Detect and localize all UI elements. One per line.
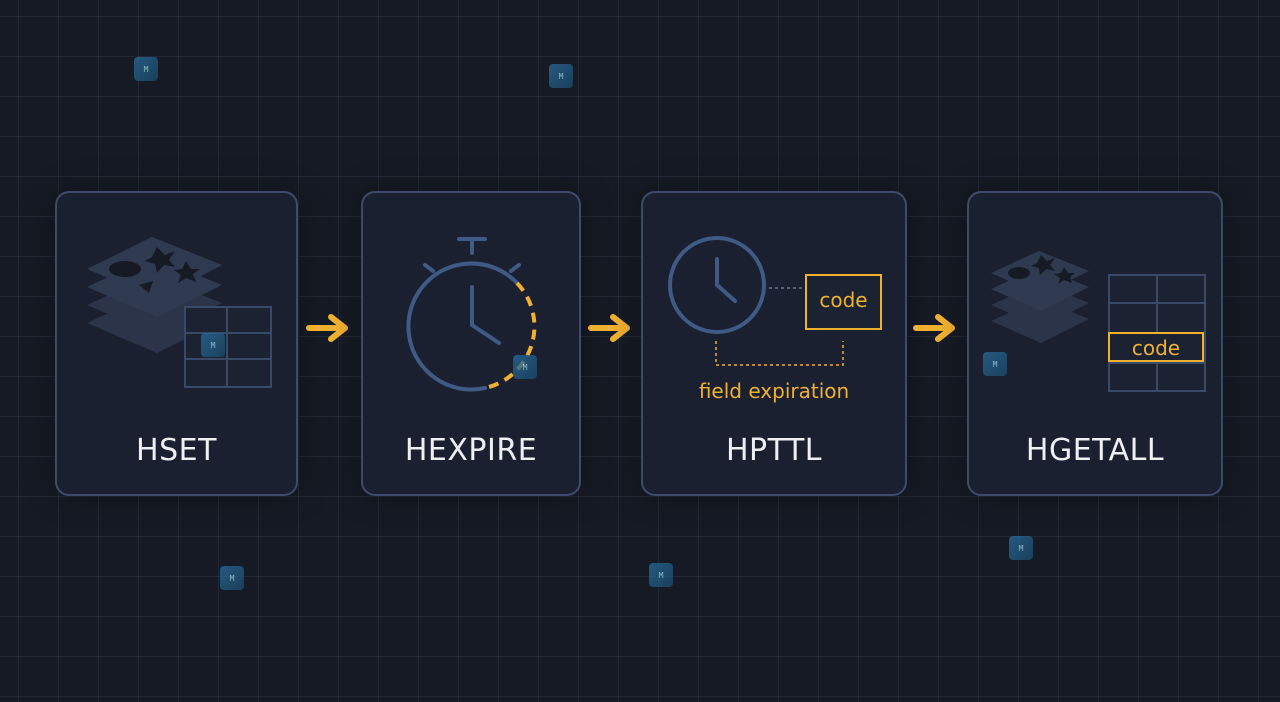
stopwatch-icon (406, 237, 537, 392)
step-card-hpttl: code field expiration HPTTL (641, 191, 907, 496)
field-expiration-annotation: field expiration (698, 379, 850, 403)
watermark-icon: M (983, 352, 1007, 376)
step-label-hexpire: HEXPIRE (404, 433, 538, 468)
watermark-icon: M (134, 57, 158, 81)
watermark-icon: M (513, 355, 537, 379)
watermark-icon: M (649, 563, 673, 587)
watermark-icon: M (220, 566, 244, 590)
step-card-hgetall: code HGETALL (967, 191, 1223, 496)
hash-table-icon (184, 306, 272, 388)
step-card-hexpire: HEXPIRE (361, 191, 581, 496)
code-box (805, 274, 882, 330)
arrow-right-icon (913, 314, 955, 342)
watermark-icon: M (1009, 536, 1033, 560)
arrow-right-icon (588, 314, 630, 342)
redis-stack-icon (991, 251, 1206, 392)
step-label-hgetall: HGETALL (1025, 433, 1165, 468)
watermark-icon: M (201, 333, 225, 357)
clock-icon (668, 236, 766, 334)
hgetall-code-text: code (1131, 336, 1181, 360)
hpttl-code-text: code (819, 288, 868, 312)
watermark-icon: M (549, 64, 573, 88)
arrow-right-icon (306, 314, 348, 342)
redis-stack-icon (87, 237, 272, 388)
step-label-hset: HSET (136, 433, 217, 468)
step-label-hpttl: HPTTL (726, 433, 822, 468)
step-card-hset: HSET (55, 191, 298, 496)
